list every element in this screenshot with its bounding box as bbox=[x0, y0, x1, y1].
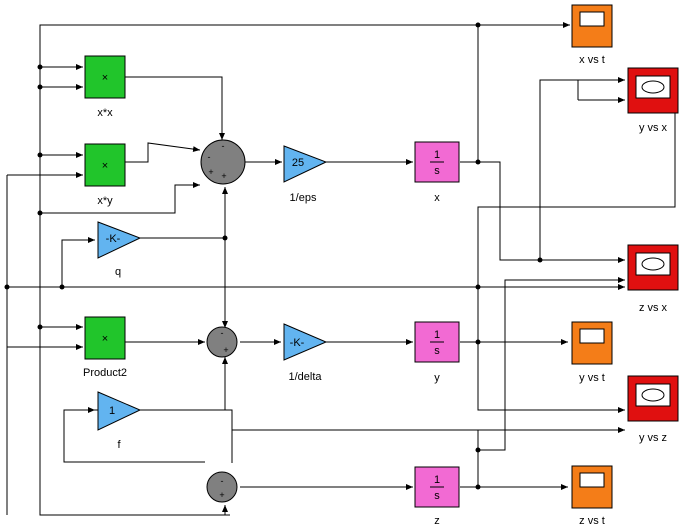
scope-y-vs-t-label: y vs t bbox=[579, 372, 605, 384]
integrator-x-block[interactable]: 1 s x bbox=[414, 141, 460, 204]
wire-xx-sum1 bbox=[125, 76, 225, 140]
product-xy-block[interactable]: × x*y bbox=[84, 143, 126, 207]
integrator-x-den: s bbox=[434, 165, 440, 177]
integrator-z-den: s bbox=[434, 490, 440, 502]
sum2-block[interactable]: - + bbox=[206, 326, 238, 358]
product-xy-label: x*y bbox=[97, 195, 113, 207]
xy-orbit-icon bbox=[641, 388, 665, 402]
wire-x-zx bbox=[478, 161, 625, 263]
xy-screen-icon bbox=[635, 383, 671, 407]
integrator-z-num: 1 bbox=[434, 474, 440, 486]
wire-y-q bbox=[61, 237, 95, 287]
scope-x-vs-t-label: x vs t bbox=[579, 54, 605, 66]
xy-screen-icon bbox=[635, 75, 671, 99]
scope-screen-icon bbox=[579, 328, 605, 344]
xy-screen-icon bbox=[635, 252, 671, 276]
gain-eps-value: 25 bbox=[292, 157, 304, 169]
integrator-z-label: z bbox=[434, 515, 440, 527]
xy-graph-z-vs-x-label: z vs x bbox=[639, 302, 668, 314]
wire-f-sum2 bbox=[140, 357, 228, 411]
integrator-y-block[interactable]: 1 s y bbox=[414, 321, 460, 384]
product-xy-symbol: × bbox=[102, 160, 108, 172]
integrator-x-label: x bbox=[434, 192, 440, 204]
product-xx-label: x*x bbox=[97, 107, 113, 119]
wire-x-up bbox=[460, 25, 479, 163]
xy-graph-y-vs-z-label: y vs z bbox=[639, 432, 667, 444]
wire-x-yx bbox=[539, 77, 625, 260]
integrator-y-label: y bbox=[434, 372, 440, 384]
sum2-sign-bottom: + bbox=[223, 345, 228, 355]
product-xx-block[interactable]: × x*x bbox=[84, 55, 126, 119]
sum2-sign-top: - bbox=[221, 328, 224, 338]
gain-eps-block[interactable]: 25 1/eps bbox=[283, 145, 328, 204]
gain-delta-value: -K- bbox=[290, 337, 305, 349]
gain-f-label: f bbox=[117, 439, 121, 451]
integrator-y-den: s bbox=[434, 345, 440, 357]
product2-symbol: × bbox=[102, 333, 108, 345]
xy-orbit-icon bbox=[641, 80, 665, 94]
gain-delta-block[interactable]: -K- 1/delta bbox=[283, 323, 328, 383]
sum3-sign-top: - bbox=[221, 476, 224, 486]
sum1-sign-top: - bbox=[222, 141, 225, 151]
xy-graph-y-vs-x-label: y vs x bbox=[639, 122, 668, 134]
product2-block[interactable]: × Product2 bbox=[83, 316, 127, 379]
sum1-block[interactable]: - - + + bbox=[200, 139, 246, 185]
scope-z-vs-t-label: z vs t bbox=[579, 515, 605, 527]
scope-z-vs-t[interactable]: z vs t bbox=[571, 465, 613, 527]
branch-points bbox=[4, 22, 543, 490]
xy-orbit-icon bbox=[641, 257, 665, 271]
gain-q-label: q bbox=[115, 266, 121, 278]
sum1-sign-bottom: + bbox=[221, 171, 226, 181]
xy-graph-y-vs-x[interactable]: y vs x bbox=[627, 67, 679, 134]
gain-q-value: -K- bbox=[106, 233, 121, 245]
wire-x-sum1 bbox=[40, 182, 200, 214]
wire-z-f bbox=[63, 409, 478, 463]
sum1-sign-lower-left: + bbox=[208, 167, 213, 177]
scope-screen-icon bbox=[579, 472, 605, 488]
gain-f-value: 1 bbox=[109, 405, 115, 417]
wires bbox=[6, 22, 676, 516]
product-xx-symbol: × bbox=[102, 72, 108, 84]
gain-delta-label: 1/delta bbox=[288, 371, 322, 383]
wire-x-top-left bbox=[39, 24, 478, 516]
gain-eps-label: 1/eps bbox=[290, 192, 317, 204]
sum1-sign-left: - bbox=[208, 152, 211, 162]
wire-xy-sum1 bbox=[125, 142, 201, 163]
xy-graph-z-vs-x[interactable]: z vs x bbox=[627, 244, 679, 314]
sum3-block[interactable]: - + bbox=[206, 471, 238, 503]
scope-x-vs-t[interactable]: x vs t bbox=[571, 4, 613, 66]
integrator-x-num: 1 bbox=[434, 149, 440, 161]
xy-graph-y-vs-z[interactable]: y vs z bbox=[627, 375, 679, 444]
wire-z-sum3 bbox=[64, 462, 203, 482]
integrator-y-num: 1 bbox=[434, 329, 440, 341]
scope-y-vs-t[interactable]: y vs t bbox=[571, 321, 613, 384]
sum3-sign-bottom: + bbox=[219, 490, 224, 500]
product2-label: Product2 bbox=[83, 367, 127, 379]
wire-y-yz bbox=[460, 341, 625, 413]
integrator-z-block[interactable]: 1 s z bbox=[414, 466, 460, 527]
gain-q-block[interactable]: -K- q bbox=[97, 221, 142, 278]
gain-f-block[interactable]: 1 f bbox=[97, 391, 142, 451]
scope-screen-icon bbox=[579, 11, 605, 27]
